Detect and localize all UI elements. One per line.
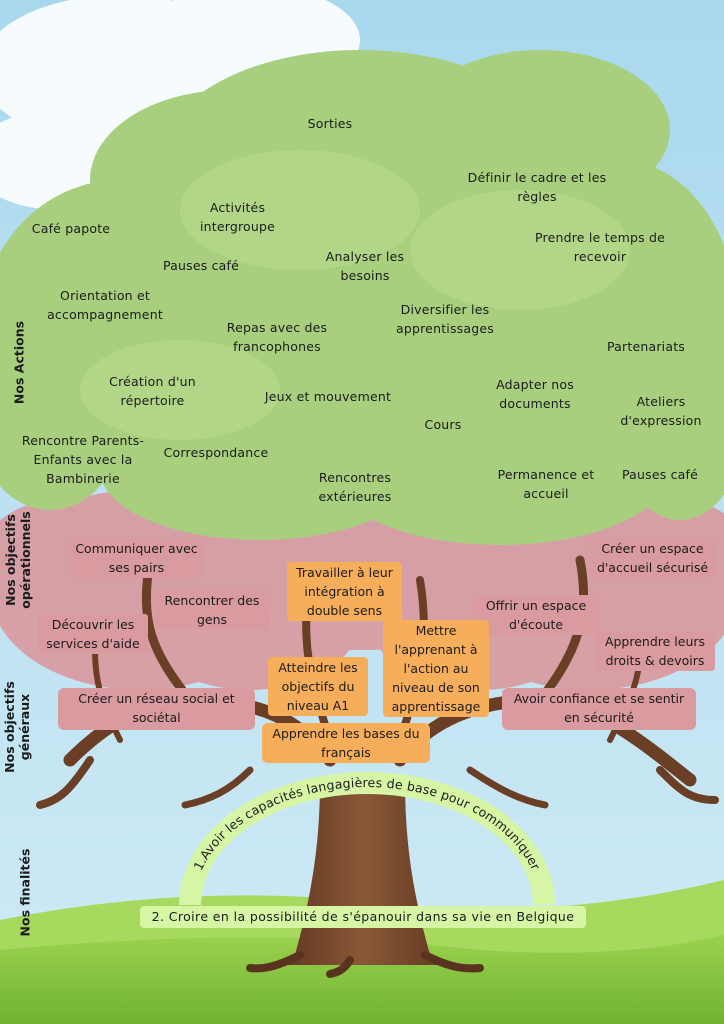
objectif-op-mettre-action: Mettre l'apprenant à l'action au niveau … <box>383 620 489 717</box>
action-creation-repertoire: Création d'un répertoire <box>109 374 196 408</box>
action-rencontre-parents: Rencontre Parents-Enfants avec la Bambin… <box>21 433 145 486</box>
action-sorties: Sorties <box>307 116 353 131</box>
objectif-gen-confiance: Avoir confiance et se sentir en sécurité <box>502 688 696 730</box>
objectif-gen-reseau-social: Créer un réseau social et sociétal <box>58 688 255 730</box>
action-pauses-cafe-1: Pauses café <box>162 258 240 273</box>
objectif-op-espace-accueil: Créer un espace d'accueil sécurisé <box>590 538 715 578</box>
action-repas: Repas avec des francophones <box>226 320 328 354</box>
action-permanence-accueil: Permanence et accueil <box>497 467 595 501</box>
objectif-op-droits-devoirs: Apprendre leurs droits & devoirs <box>595 631 715 671</box>
action-definir-cadre: Définir le cadre et les règles <box>467 170 607 204</box>
side-label-objectifs-generaux: Nos objectifs généraux <box>2 681 32 773</box>
action-adapter-documents: Adapter nos documents <box>496 377 574 411</box>
objectif-op-rencontrer-gens: Rencontrer des gens <box>154 590 270 630</box>
action-analyser-besoins: Analyser les besoins <box>325 249 405 283</box>
action-prendre-temps: Prendre le temps de recevoir <box>535 230 666 264</box>
tree-roots <box>246 951 484 978</box>
action-correspondance: Correspondance <box>163 445 269 460</box>
action-partenariats: Partenariats <box>606 339 686 354</box>
action-cafe-papote: Café papote <box>31 221 111 236</box>
objectif-op-decouvrir-services: Découvrir les services d'aide <box>38 614 148 654</box>
side-label-objectifs-operationnels: Nos objectifs opérationnels <box>3 511 33 609</box>
action-ateliers-expression: Ateliers d'expression <box>620 394 702 428</box>
objectif-op-espace-ecoute: Offrir un espace d'écoute <box>473 595 599 635</box>
action-rencontres-exterieures: Rencontres extérieures <box>318 470 392 504</box>
side-label-finalites: Nos finalités <box>17 848 33 937</box>
objectif-op-communiquer: Communiquer avec ses pairs <box>70 538 203 578</box>
side-label-actions: Nos Actions <box>11 320 27 405</box>
action-jeux-mouvement: Jeux et mouvement <box>264 389 392 404</box>
action-pauses-cafe-2: Pauses café <box>621 467 699 482</box>
objectif-op-atteindre-a1: Atteindre les objectifs du niveau A1 <box>268 657 368 716</box>
action-diversifier: Diversifier les apprentissages <box>395 302 494 336</box>
objectif-gen-bases-francais: Apprendre les bases du français <box>262 723 430 763</box>
finalite-arc-band <box>179 772 555 906</box>
objectif-op-travailler-integration: Travailler à leur intégration à double s… <box>287 562 402 621</box>
action-orientation: Orientation et accompagnement <box>47 288 163 322</box>
finalite-2: 2. Croire en la possibilité de s'épanoui… <box>140 906 586 928</box>
action-cours: Cours <box>424 417 462 432</box>
foliage-highlights <box>80 150 630 440</box>
action-activites-intergroupe: Activités intergroupe <box>199 200 276 234</box>
